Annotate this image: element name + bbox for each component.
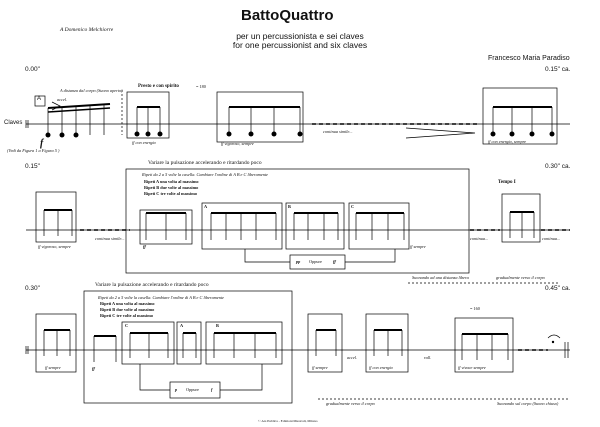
- time-start-3: 0.30": [25, 285, 40, 292]
- continua-2: continua...: [470, 236, 489, 241]
- header-system-3: Variare la pulsazione accelerando e rita…: [95, 282, 209, 288]
- oppure-3: Oppure: [186, 387, 199, 392]
- dynamic-con-energia-3: ff con energia: [369, 365, 393, 370]
- distance-note: A distanza dal corpo (Suono aperto): [60, 88, 123, 93]
- boxed-figure-4: [35, 191, 77, 243]
- metronome-mark-3: = 160: [470, 306, 480, 311]
- oppure-2: Oppure: [309, 259, 322, 264]
- repeat-box-system-2: [125, 168, 470, 274]
- boxed-figure-9: [454, 317, 514, 373]
- rehearsal-box-a: [34, 95, 46, 107]
- repeat-b-3: Ripeti B due volte al massimo: [100, 307, 155, 312]
- time-end-1: 0.15" ca.: [545, 66, 571, 73]
- oppure-right-2: ff: [333, 259, 336, 264]
- oppure-right-3: f: [211, 387, 213, 392]
- dynamic-vigoroso-2: ff vigoroso, sempre: [38, 244, 71, 249]
- oppure-left-2: pp: [296, 259, 301, 264]
- piece-title: BattoQuattro: [241, 7, 334, 24]
- figure-label-c-2: C: [351, 204, 355, 209]
- gradualmente-3: gradualmente verso il corpo: [326, 401, 375, 406]
- dynamic-con-energia-2: ff con energia, sempre: [488, 139, 527, 144]
- accel-label-3: accel.: [347, 355, 358, 360]
- figure-label-b-2: B: [288, 204, 291, 209]
- boxed-figure-5: [501, 193, 541, 243]
- tempo-marking: Presto e con spirito: [138, 84, 179, 89]
- composer-name: Francesco Maria Paradiso: [488, 55, 570, 62]
- repeat-b-2: Ripeti B due volte al massimo: [144, 185, 199, 190]
- continua-simile-2: continua simile...: [95, 236, 125, 241]
- suonando-corpo: Suonando sul corpo (Suono chiuso): [497, 401, 559, 406]
- dynamic-f: f: [40, 138, 44, 149]
- subtitle-english: for one percussionist and six claves: [232, 40, 368, 50]
- suonando-distanza: Suonando ad una distanza libera: [412, 275, 469, 280]
- vedi-note: (Vedi da Figura 1 a Figura 5 ): [7, 148, 60, 153]
- header-system-2: Variare la pulsazione accelerando e rita…: [148, 160, 262, 166]
- instrument-label: Claves: [4, 120, 23, 126]
- time-end-2: 0.30" ca.: [545, 163, 571, 170]
- tempo-primo: Tempo I: [498, 180, 516, 185]
- figure-label-c-3: C: [125, 323, 129, 328]
- figure-label-a-2: A: [204, 204, 208, 209]
- fermata-arc: [547, 334, 561, 339]
- rall-label: rall.: [424, 355, 432, 360]
- accel-label-1: accel.: [57, 97, 68, 102]
- continua-3: continua...: [542, 236, 561, 241]
- repeat-instructions-3: Ripeti da 2 a 5 volte la casella. Cambia…: [98, 295, 224, 300]
- repeat-a-3: Ripeti A una volta al massimo: [100, 301, 155, 306]
- boxed-figure-8: [365, 313, 409, 373]
- dynamic-sempre-3b: ff sempre: [312, 365, 328, 370]
- repeat-box-system-3: [83, 290, 293, 404]
- dynamic-ff-3: ff: [92, 366, 95, 371]
- dynamic-vivace: ff vivace sempre: [458, 365, 486, 370]
- repeat-c-3: Ripeti C tre volte al massimo: [100, 313, 154, 318]
- accel-notes: [47, 101, 111, 135]
- copyright-footer: © Ars Publica - Edizioni Musicali, Milan…: [258, 419, 318, 423]
- dynamic-con-energia-1: ff con energia: [132, 140, 156, 145]
- repeat-a-2: Ripeti A una volta al massimo: [144, 179, 199, 184]
- dedication: A Domenico Melchiorre: [60, 27, 114, 33]
- time-end-3: 0.45" ca.: [545, 285, 571, 292]
- dynamic-ff-2: ff: [143, 244, 146, 249]
- boxed-figure-3: [482, 87, 558, 145]
- dynamic-vigoroso-1: ff vigoroso, sempre: [221, 141, 254, 146]
- oppure-left-3: p: [175, 387, 178, 392]
- boxed-figure-6: [35, 313, 77, 373]
- boxed-figure-2: [216, 91, 304, 143]
- time-start-1: 0.00": [25, 66, 40, 73]
- boxed-figure-1: [126, 91, 170, 139]
- boxed-figure-7: [307, 313, 343, 373]
- time-start-2: 0.15": [25, 163, 40, 170]
- gradualmente-2: gradualmente verso il corpo: [496, 275, 545, 280]
- continua-simile-1: continua simile...: [323, 129, 353, 134]
- figure-label-a-3: A: [180, 323, 184, 328]
- subtitle-italian: per un percussionista e sei claves: [236, 31, 364, 41]
- dynamic-sempre-2: ff sempre: [410, 244, 426, 249]
- repeat-c-2: Ripeti C tre volte al massimo: [144, 191, 198, 196]
- rehearsal-letter-a: A: [37, 96, 42, 102]
- metronome-mark-1: = 180: [196, 84, 206, 89]
- dynamic-sempre-3a: ff sempre: [45, 365, 61, 370]
- repeat-instructions-2: Ripeti da 2 a 5 volte la casella. Cambia…: [142, 172, 268, 177]
- figure-label-b-3: B: [216, 323, 219, 328]
